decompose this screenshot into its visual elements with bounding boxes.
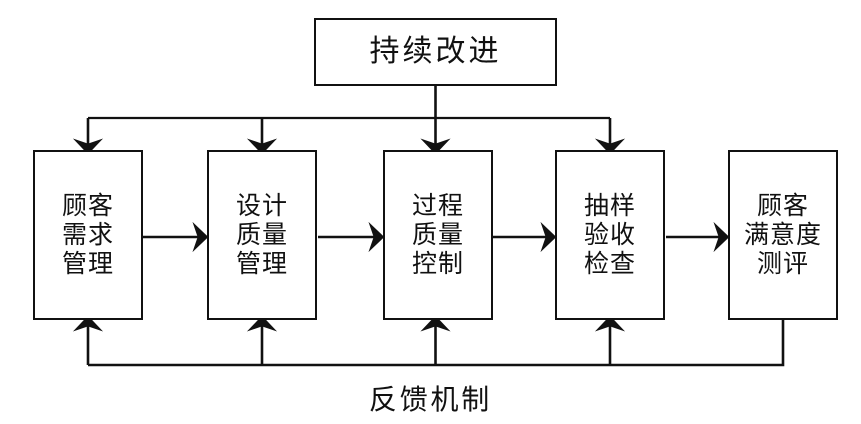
node-label-customer-satisfaction-evaluation: 顾客 满意度 测评 [743, 192, 822, 278]
feedback-bus [88, 320, 785, 367]
node-continuous-improvement[interactable]: 持续改进 [314, 18, 557, 86]
feedback-mechanism-caption: 反馈机制 [368, 385, 493, 416]
node-customer-requirements-management[interactable]: 顾客 需求 管理 [33, 150, 143, 320]
node-label-customer-requirements-management: 顾客 需求 管理 [61, 192, 114, 278]
node-label-design-quality-management: 设计 质量 管理 [235, 192, 288, 278]
node-label-process-quality-control: 过程 质量 控制 [411, 192, 464, 278]
node-process-quality-control[interactable]: 过程 质量 控制 [383, 150, 493, 320]
node-label-continuous-improvement: 持续改进 [369, 34, 502, 68]
node-sampling-acceptance-inspection[interactable]: 抽样 验收 检查 [555, 150, 665, 320]
node-design-quality-management[interactable]: 设计 质量 管理 [207, 150, 317, 320]
node-label-sampling-acceptance-inspection: 抽样 验收 检查 [583, 192, 636, 278]
node-customer-satisfaction-evaluation[interactable]: 顾客 满意度 测评 [728, 150, 838, 320]
